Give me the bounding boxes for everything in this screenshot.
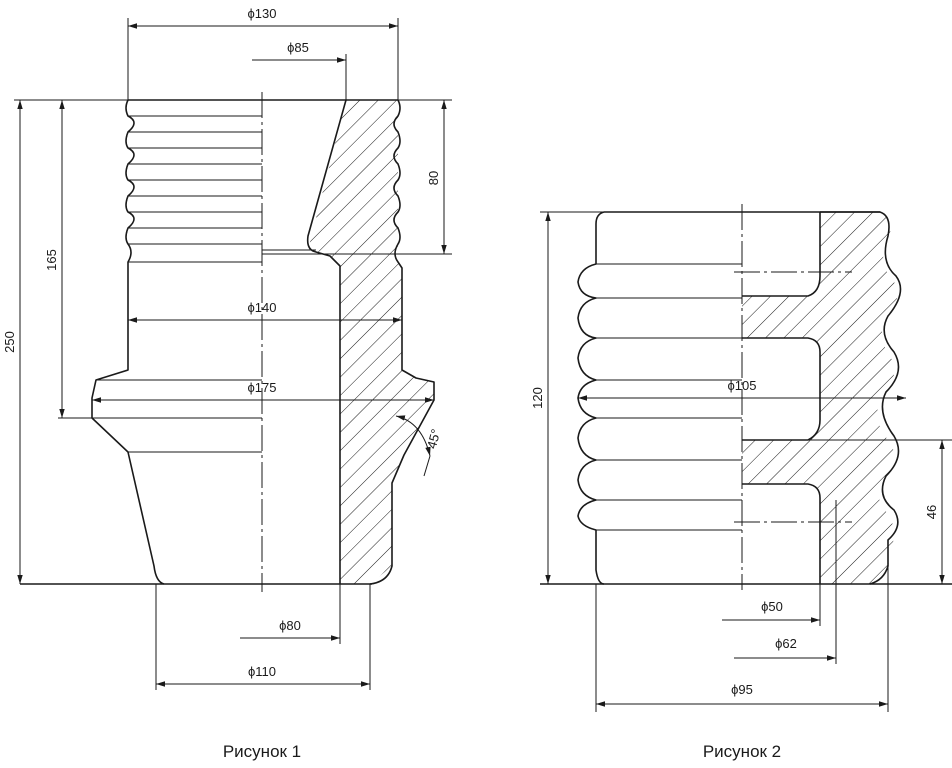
dim-d175: ϕ175 xyxy=(92,380,434,403)
dim-d105: ϕ105 xyxy=(578,378,906,401)
dim-d95: ϕ95 xyxy=(595,566,889,712)
fig2-right-outline xyxy=(820,211,902,585)
dim-d175-label: ϕ175 xyxy=(248,380,277,395)
dim-d85-label: ϕ85 xyxy=(287,40,309,55)
figure-2: 120 ϕ105 46 ϕ50 ϕ62 ϕ95 xyxy=(530,204,952,761)
dim-d140-label: ϕ140 xyxy=(248,300,277,315)
figure-1: ϕ130 ϕ85 250 165 80 ϕ140 xyxy=(2,6,452,761)
dim-h80-label: 80 xyxy=(426,171,441,185)
dim-d110-label: ϕ110 xyxy=(248,664,276,679)
dim-d62-label: ϕ62 xyxy=(775,636,797,651)
dim-d110: ϕ110 xyxy=(155,584,371,690)
dim-d130-label: ϕ130 xyxy=(248,6,277,21)
fig1-groove-lines xyxy=(92,115,330,453)
dim-h46-label: 46 xyxy=(924,505,939,519)
dim-d62: ϕ62 xyxy=(734,500,837,664)
fig2-inner-outline xyxy=(742,212,821,584)
dim-chamfer-45: 45° xyxy=(395,399,444,477)
dim-d85: ϕ85 xyxy=(252,40,347,100)
dim-d80: ϕ80 xyxy=(240,584,341,644)
dim-h46: 46 xyxy=(808,439,952,584)
dim-h120-label: 120 xyxy=(530,387,545,409)
fig1-right-outline xyxy=(346,99,435,585)
fig2-section-hatch xyxy=(742,212,898,584)
dim-h250: 250 xyxy=(2,99,128,584)
dim-d130: ϕ130 xyxy=(127,6,399,100)
dim-d80-label: ϕ80 xyxy=(279,618,301,633)
dim-h80: 80 xyxy=(330,99,452,255)
dim-chamfer-label: 45° xyxy=(424,427,444,450)
fig1-bore-outline xyxy=(306,99,347,584)
fig1-section-hatch xyxy=(308,100,434,584)
dim-d105-label: ϕ105 xyxy=(728,378,757,393)
figure-2-caption: Рисунок 2 xyxy=(703,742,781,761)
fig2-rib-lines xyxy=(596,263,852,531)
dim-h165-label: 165 xyxy=(44,249,59,271)
figure-1-caption: Рисунок 1 xyxy=(223,742,301,761)
dim-d95-label: ϕ95 xyxy=(731,682,753,697)
dim-d50: ϕ50 xyxy=(722,584,821,626)
dim-h165: 165 xyxy=(44,100,92,419)
dim-d140: ϕ140 xyxy=(128,300,402,323)
dim-h120: 120 xyxy=(530,211,604,584)
dim-h250-label: 250 xyxy=(2,331,17,353)
fig1-left-outline xyxy=(91,99,165,585)
dim-d50-label: ϕ50 xyxy=(761,599,783,614)
